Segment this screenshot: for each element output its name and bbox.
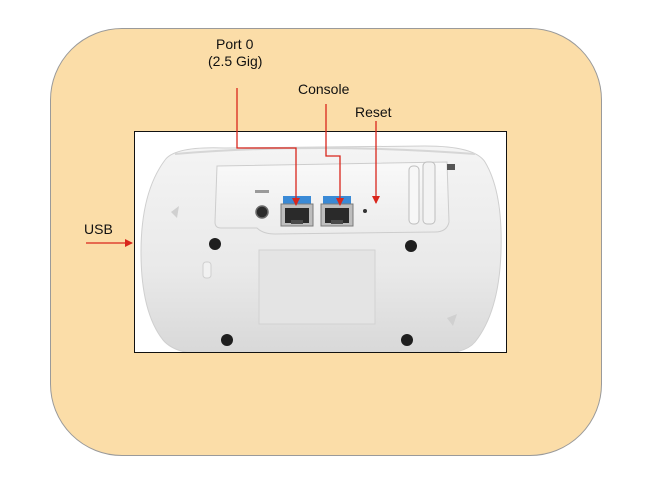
foot-screw (221, 334, 233, 346)
label-plate (258, 249, 376, 325)
foot-screw (209, 238, 221, 250)
port0-label: Port 0 (216, 36, 254, 52)
console-callout-line (325, 104, 344, 206)
port0-speed-label: (2.5 Gig) (208, 53, 263, 69)
reset-label: Reset (355, 104, 392, 120)
usb-port-icon (255, 205, 269, 219)
reset-pinhole-icon (363, 209, 367, 213)
foot-screw (405, 240, 417, 252)
foot-screw (401, 334, 413, 346)
usb-label: USB (84, 221, 113, 237)
access-point-bottom-image (140, 145, 502, 352)
port0-callout-line (236, 88, 300, 206)
device-photo-frame (134, 131, 507, 353)
console-label: Console (298, 81, 350, 97)
